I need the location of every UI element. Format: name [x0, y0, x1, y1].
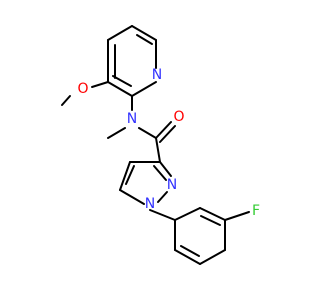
atom-label-pyridine-n: N — [152, 67, 162, 83]
atom-label-amide-n: N — [127, 111, 137, 127]
bond — [107, 25, 133, 41]
atom-label-layer: N O N O N N F — [77, 67, 260, 219]
bond-layer — [61, 25, 250, 265]
bond — [199, 207, 226, 221]
bond — [180, 245, 200, 257]
bond — [125, 165, 135, 185]
bond — [119, 189, 145, 205]
bond — [155, 121, 172, 139]
bond — [155, 137, 161, 163]
bond — [200, 215, 221, 226]
bond — [91, 81, 109, 88]
bond — [174, 207, 201, 221]
molecule-structure: N O N O N N F — [61, 25, 260, 265]
bond — [131, 81, 157, 97]
bond — [224, 211, 250, 221]
bond — [153, 165, 167, 181]
atom-label-methoxy-o: O — [77, 81, 88, 97]
bond — [136, 34, 153, 45]
atom-label-pyrazole-n2: N — [167, 177, 177, 193]
bond — [157, 191, 168, 203]
structure-canvas: N O N O N N F — [61, 25, 260, 265]
bond — [107, 81, 133, 97]
bond — [107, 127, 126, 139]
bond — [159, 125, 176, 143]
bond — [138, 127, 157, 139]
bond — [131, 25, 157, 41]
bond — [199, 249, 226, 265]
bond — [149, 209, 176, 221]
atom-label-fluorine: F — [252, 203, 260, 219]
bond — [174, 249, 201, 265]
bond — [159, 161, 172, 177]
atom-label-pyrazole-n1: N — [145, 196, 155, 212]
atom-label-carbonyl-o: O — [173, 109, 184, 125]
bond — [119, 161, 131, 191]
bond — [61, 95, 71, 106]
